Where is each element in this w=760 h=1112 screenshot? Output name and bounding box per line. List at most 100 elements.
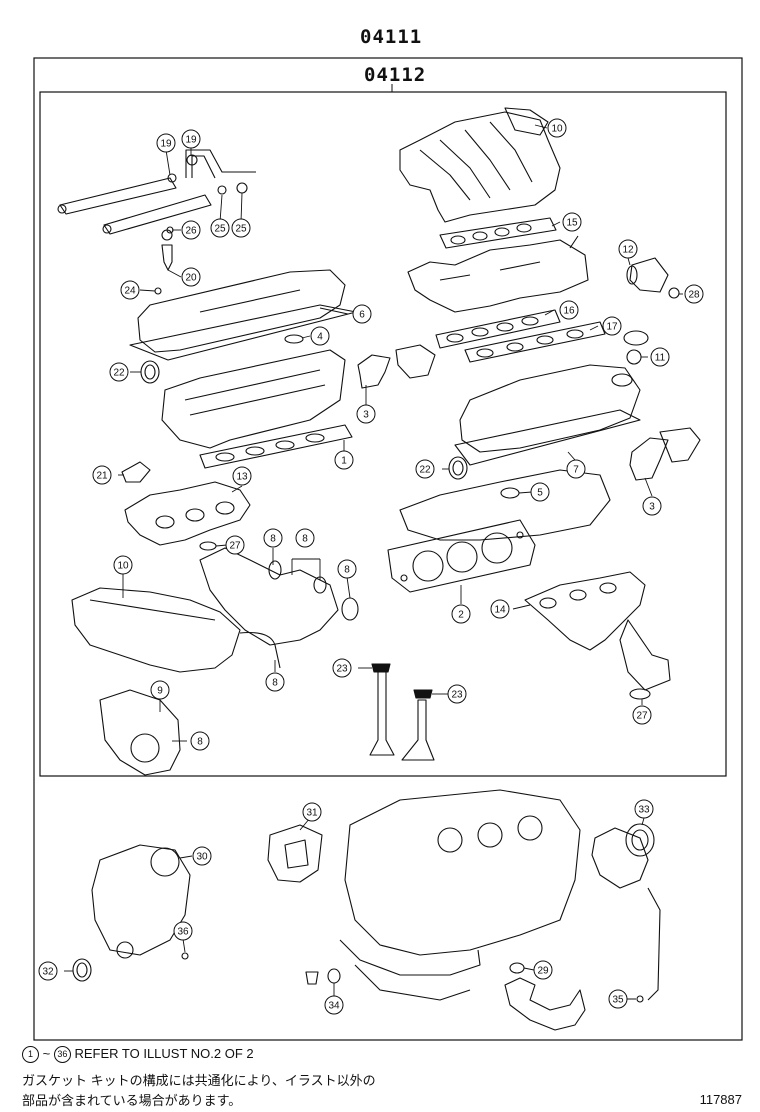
callout-number: 23	[451, 690, 463, 701]
callout-4: 4	[310, 326, 330, 346]
callout-circle	[650, 347, 670, 367]
seal-34-drawing	[327, 968, 341, 984]
seal-33-drawing	[625, 823, 655, 857]
callout-8: 8	[263, 528, 283, 548]
callout-25: 25	[210, 218, 230, 238]
gasket-27-left-drawing	[199, 541, 217, 551]
gasket-8-curve-drawing	[239, 631, 281, 669]
callout-number: 14	[494, 605, 506, 616]
callout-25: 25	[231, 218, 251, 238]
callout-number: 3	[363, 410, 369, 421]
callout-circle	[602, 316, 622, 336]
callout-10: 10	[113, 555, 133, 575]
callout-2: 2	[451, 604, 471, 624]
callout-6: 6	[352, 304, 372, 324]
callout-circle	[263, 528, 283, 548]
callout-circle	[547, 118, 567, 138]
callout-number: 26	[185, 226, 197, 237]
seal-8-drawing	[341, 597, 359, 621]
callout-number: 9	[157, 686, 163, 697]
reference-note: 1 ~ 36 REFER TO ILLUST NO.2 OF 2	[22, 1046, 254, 1064]
o-ring-24-drawing	[154, 287, 162, 295]
callout-circle	[181, 220, 201, 240]
callout-27: 27	[632, 705, 652, 725]
seal-22-left-drawing	[140, 360, 160, 384]
callout-number: 34	[328, 1001, 340, 1012]
callout-circle	[634, 799, 654, 819]
callout-number: 1	[341, 456, 347, 467]
callout-22: 22	[109, 362, 129, 382]
callout-number: 35	[612, 995, 624, 1006]
seal-5-drawing	[500, 487, 520, 499]
exhaust-manifold-left-drawing	[124, 481, 251, 546]
callout-circle	[232, 466, 252, 486]
o-ring-36-drawing	[181, 952, 189, 960]
callout-number: 25	[214, 224, 226, 235]
callout-number: 23	[336, 664, 348, 675]
callout-23: 23	[332, 658, 352, 678]
callout-11: 11	[650, 347, 670, 367]
callout-circle	[562, 212, 582, 232]
callout-circle	[231, 218, 251, 238]
callout-14: 14	[490, 599, 510, 619]
callout-number: 21	[96, 471, 108, 482]
ref-text: REFER TO ILLUST NO.2 OF 2	[74, 1046, 254, 1061]
timing-belt-cover-drawing	[71, 587, 241, 673]
callout-29: 29	[533, 960, 553, 980]
callout-number: 8	[302, 534, 308, 545]
o-ring-25-a-drawing	[217, 185, 227, 195]
callout-circle	[533, 960, 553, 980]
kit-note-line1: ガスケット キットの構成には共通化により、イラスト以外の	[22, 1073, 376, 1088]
callout-number: 27	[636, 711, 648, 722]
callout-circle	[490, 599, 510, 619]
gasket-3-right-drawing	[629, 437, 669, 481]
callout-23: 23	[447, 684, 467, 704]
callout-circle	[150, 680, 170, 700]
valve-cover-right-drawing	[454, 364, 641, 466]
callout-number: 3	[649, 502, 655, 513]
callout-number: 15	[566, 218, 578, 229]
rear-seal-retainer-drawing	[591, 827, 649, 889]
callout-circle	[334, 450, 354, 470]
callout-circle	[109, 362, 129, 382]
cylinder-head-left-drawing	[161, 349, 346, 449]
callout-8: 8	[295, 528, 315, 548]
callout-5: 5	[530, 482, 550, 502]
oil-strainer-drawing	[504, 977, 586, 1031]
seal-22-right-drawing	[448, 456, 468, 480]
callout-circle	[192, 846, 212, 866]
o-ring-28-drawing	[668, 287, 680, 299]
intake-manifold-drawing	[399, 107, 561, 223]
seal-4-drawing	[284, 334, 304, 344]
callout-1: 1	[334, 450, 354, 470]
callout-number: 8	[270, 534, 276, 545]
callout-33: 33	[634, 799, 654, 819]
gasket-17-drawing	[464, 321, 606, 363]
callout-circle	[530, 482, 550, 502]
o-ring-19-b-drawing	[186, 154, 198, 166]
callout-number: 2	[458, 610, 464, 621]
callout-34: 34	[324, 995, 344, 1015]
callout-number: 11	[655, 353, 666, 364]
callout-number: 27	[229, 541, 241, 552]
callout-number: 10	[117, 561, 129, 572]
outer-kit-frame	[33, 57, 743, 1041]
callout-30: 30	[192, 846, 212, 866]
callout-number: 19	[160, 139, 172, 150]
callout-19: 19	[156, 133, 176, 153]
callout-circle	[173, 921, 193, 941]
callout-31: 31	[302, 802, 322, 822]
callout-number: 24	[124, 286, 136, 297]
callout-10: 10	[547, 118, 567, 138]
callout-number: 33	[638, 805, 650, 816]
callout-circle	[181, 129, 201, 149]
callout-number: 22	[419, 465, 431, 476]
callout-circle	[181, 267, 201, 287]
callout-24: 24	[120, 280, 140, 300]
callout-9: 9	[150, 680, 170, 700]
oil-pump-cover-drawing	[91, 844, 191, 959]
cylinder-head-right-drawing	[399, 469, 611, 541]
callout-circle	[352, 304, 372, 324]
